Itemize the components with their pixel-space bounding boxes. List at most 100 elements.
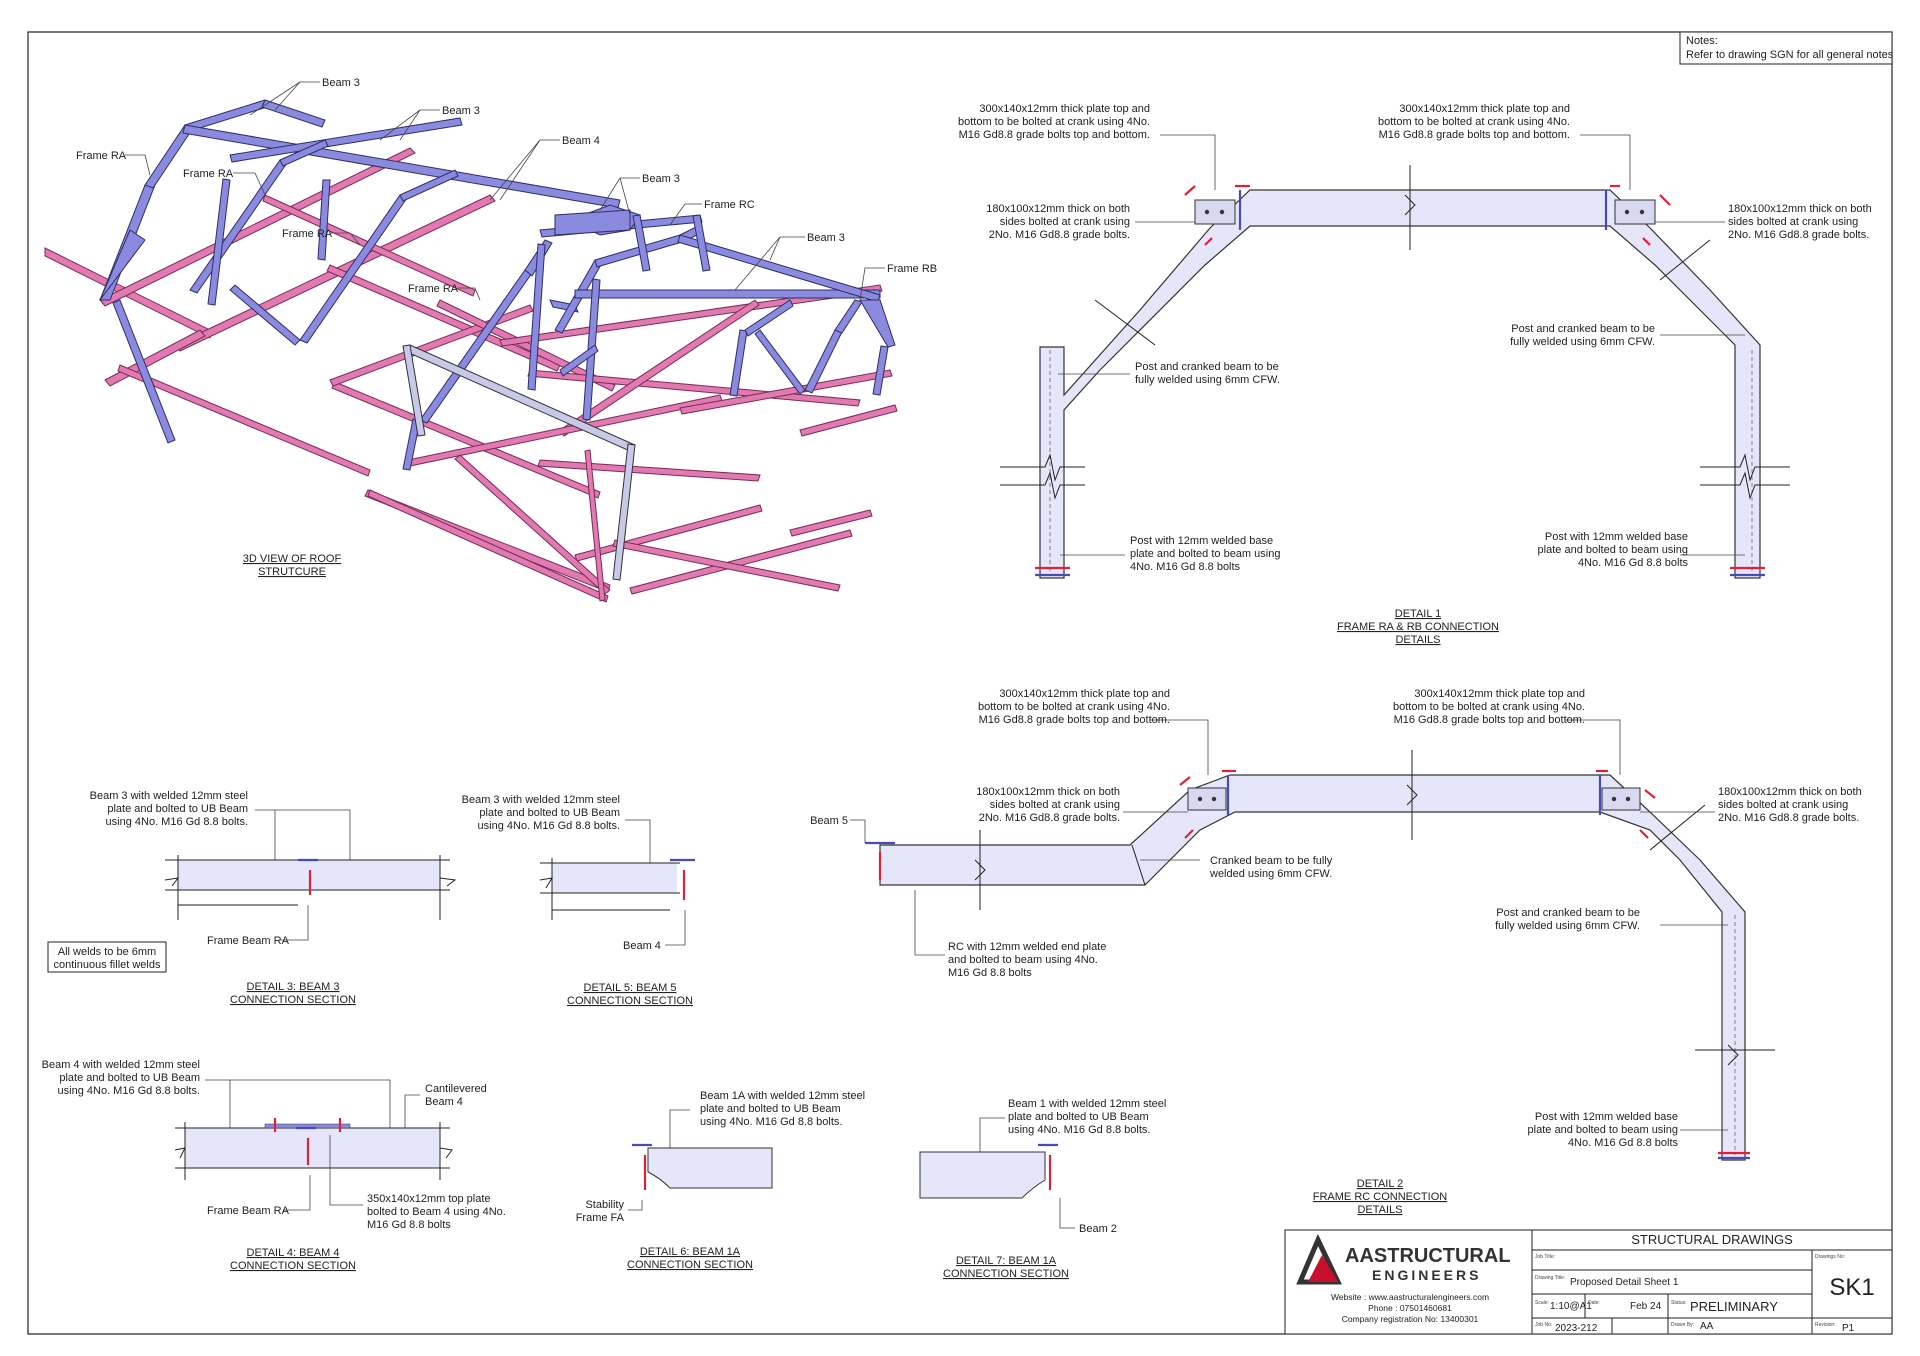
- d2-beam5: Beam 5: [810, 815, 848, 827]
- d3-note-1: Beam 3 with welded 12mm steel: [90, 790, 248, 802]
- d4-cantilever-2: Beam 4: [425, 1096, 463, 1108]
- notes-box: Notes: Refer to drawing SGN for all gene…: [1679, 31, 1894, 65]
- d4-top-plate-2: bolted to Beam 4 using 4No.: [367, 1206, 506, 1218]
- label-frame-ra-c: Frame RA: [282, 228, 333, 240]
- tb-jobno-label: Job No:: [1535, 1322, 1552, 1328]
- d2-plate-right-1: 300x140x12mm thick plate top and: [1414, 688, 1585, 700]
- d6-note-1: Beam 1A with welded 12mm steel: [700, 1090, 865, 1102]
- d1-post-left-3: 4No. M16 Gd 8.8 bolts: [1130, 561, 1241, 573]
- tb-revision-label: Revision:: [1815, 1322, 1836, 1328]
- d4-cantilever-1: Cantilevered: [425, 1083, 487, 1095]
- 3d-labels: Beam 3 Beam 3 Beam 4 Beam 3 Frame RA Fra…: [76, 77, 937, 301]
- d4-top-plate-3: M16 Gd 8.8 bolts: [367, 1219, 451, 1231]
- tb-scale: 1:10@A1: [1550, 1301, 1592, 1312]
- d3-welds-1: All welds to be 6mm: [58, 946, 156, 958]
- 3d-purple-frames: [99, 99, 896, 471]
- 3d-pink-members: [44, 147, 898, 603]
- d2-post-right-1: Post with 12mm welded base: [1535, 1111, 1678, 1123]
- tb-jobno: 2023-212: [1555, 1323, 1598, 1334]
- d2-cranked-2: welded using 6mm CFW.: [1209, 868, 1332, 880]
- d4-note-1: Beam 4 with welded 12mm steel: [42, 1059, 200, 1071]
- d2-plate-left-1: 300x140x12mm thick plate top and: [999, 688, 1170, 700]
- d2-post-right-3: 4No. M16 Gd 8.8 bolts: [1568, 1137, 1679, 1149]
- tb-jobtitle-label: Job Title:: [1535, 1254, 1555, 1260]
- d6-caption-1: DETAIL 6: BEAM 1A: [640, 1246, 741, 1258]
- d1-side-right-3: 2No. M16 Gd8.8 grade bolts.: [1728, 229, 1869, 241]
- d2-side-right-3: 2No. M16 Gd8.8 grade bolts.: [1718, 812, 1859, 824]
- d1-post-right-1: Post with 12mm welded base: [1545, 531, 1688, 543]
- label-frame-ra-d: Frame RA: [408, 283, 459, 295]
- d4-caption-1: DETAIL 4: BEAM 4: [247, 1247, 340, 1259]
- tb-phone: Phone : 07501460681: [1368, 1303, 1452, 1313]
- notes-title: Notes:: [1686, 35, 1718, 47]
- tb-drawingno: SK1: [1829, 1274, 1874, 1301]
- tb-drawing-title: Proposed Detail Sheet 1: [1570, 1277, 1679, 1288]
- tb-company: Company registration No: 13400301: [1342, 1314, 1479, 1324]
- d1-caption-2: FRAME RA & RB CONNECTION: [1337, 621, 1499, 633]
- tb-heading: STRUCTURAL DRAWINGS: [1631, 1232, 1793, 1247]
- d4-frame: Frame Beam RA: [207, 1205, 290, 1217]
- roof-3d-view: Beam 3 Beam 3 Beam 4 Beam 3 Frame RA Fra…: [44, 77, 937, 603]
- welds-note-box: [47, 941, 167, 973]
- d3-welds-2: continuous fillet welds: [53, 959, 161, 971]
- d2-post-right-2: plate and bolted to beam using: [1528, 1124, 1678, 1136]
- frame-ra-beam: [1039, 189, 1761, 579]
- d7-note-1: Beam 1 with welded 12mm steel: [1008, 1098, 1166, 1110]
- notes-text: Refer to drawing SGN for all general not…: [1686, 49, 1894, 61]
- d7-beam: Beam 2: [1079, 1223, 1117, 1235]
- frame-rc-beam: [879, 774, 1746, 1161]
- d3-note-3: using 4No. M16 Gd 8.8 bolts.: [106, 816, 248, 828]
- d4-note-2: plate and bolted to UB Beam: [59, 1072, 200, 1084]
- d5-note-2: plate and bolted to UB Beam: [479, 807, 620, 819]
- label-beam3-d: Beam 3: [807, 232, 845, 244]
- d1-post-right-3: 4No. M16 Gd 8.8 bolts: [1578, 557, 1689, 569]
- d1-caption-1: DETAIL 1: [1395, 608, 1441, 620]
- d1-post-left-1: Post with 12mm welded base: [1130, 535, 1273, 547]
- tb-drawingno-label: Drawings No:: [1815, 1254, 1845, 1260]
- tb-scale-label: Scale:: [1535, 1300, 1549, 1306]
- company-logo: AASTRUCTURAL ENGINEERS: [1296, 1233, 1511, 1285]
- d4-caption-2: CONNECTION SECTION: [230, 1260, 356, 1272]
- d1-plate-right-3: M16 Gd8.8 grade bolts top and bottom.: [1379, 129, 1570, 141]
- d6-note-2: plate and bolted to UB Beam: [700, 1103, 841, 1115]
- d5-note-1: Beam 3 with welded 12mm steel: [462, 794, 620, 806]
- d3-note-2: plate and bolted to UB Beam: [107, 803, 248, 815]
- d7-caption-1: DETAIL 7: BEAM 1A: [956, 1255, 1057, 1267]
- d2-rc-plate-1: RC with 12mm welded end plate: [948, 941, 1106, 953]
- d6-stability-2: Frame FA: [576, 1212, 625, 1224]
- d5-caption-2: CONNECTION SECTION: [567, 995, 693, 1007]
- d1-weld-left-2: fully welded using 6mm CFW.: [1135, 374, 1280, 386]
- tb-date: Feb 24: [1630, 1301, 1662, 1312]
- label-beam3-c: Beam 3: [642, 173, 680, 185]
- d3-caption-2: CONNECTION SECTION: [230, 994, 356, 1006]
- d2-caption-2: FRAME RC CONNECTION: [1313, 1191, 1448, 1203]
- d3-frame: Frame Beam RA: [207, 935, 290, 947]
